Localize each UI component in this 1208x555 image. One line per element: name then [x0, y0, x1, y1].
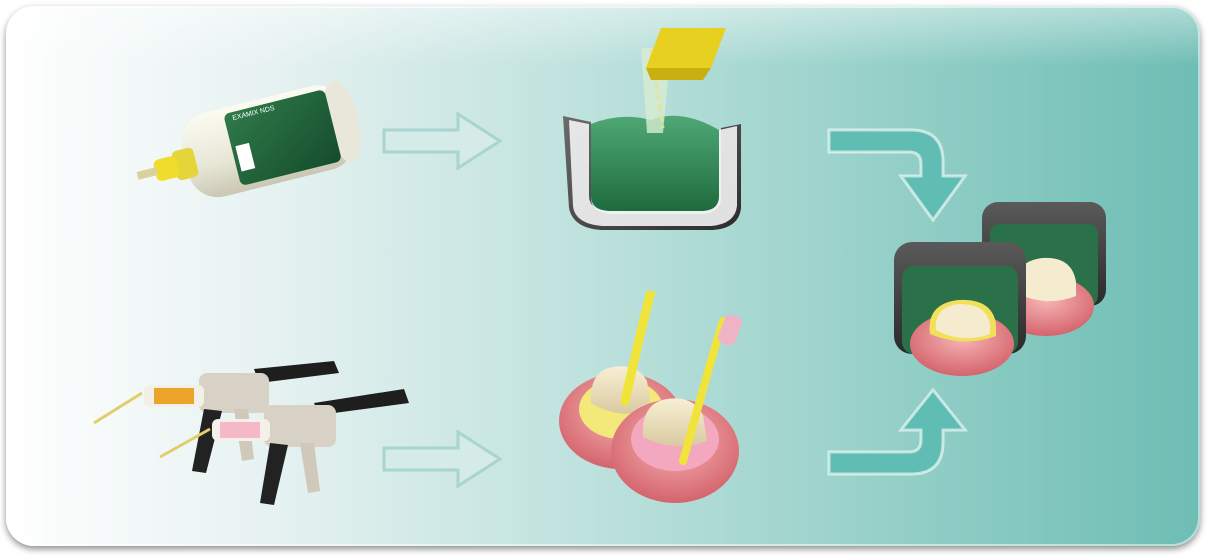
arrow-right-icon — [378, 106, 508, 176]
arrow-curved-up-icon — [821, 386, 991, 486]
impression-tray — [551, 28, 751, 238]
arrow-right-icon — [378, 424, 508, 494]
teeth-injection-model — [551, 291, 771, 521]
impression-cartridge — [116, 76, 366, 226]
dispenser-guns — [84, 351, 414, 511]
diagram-panel: EXAMIX NDS — [6, 6, 1200, 546]
final-impression-result — [886, 196, 1116, 386]
